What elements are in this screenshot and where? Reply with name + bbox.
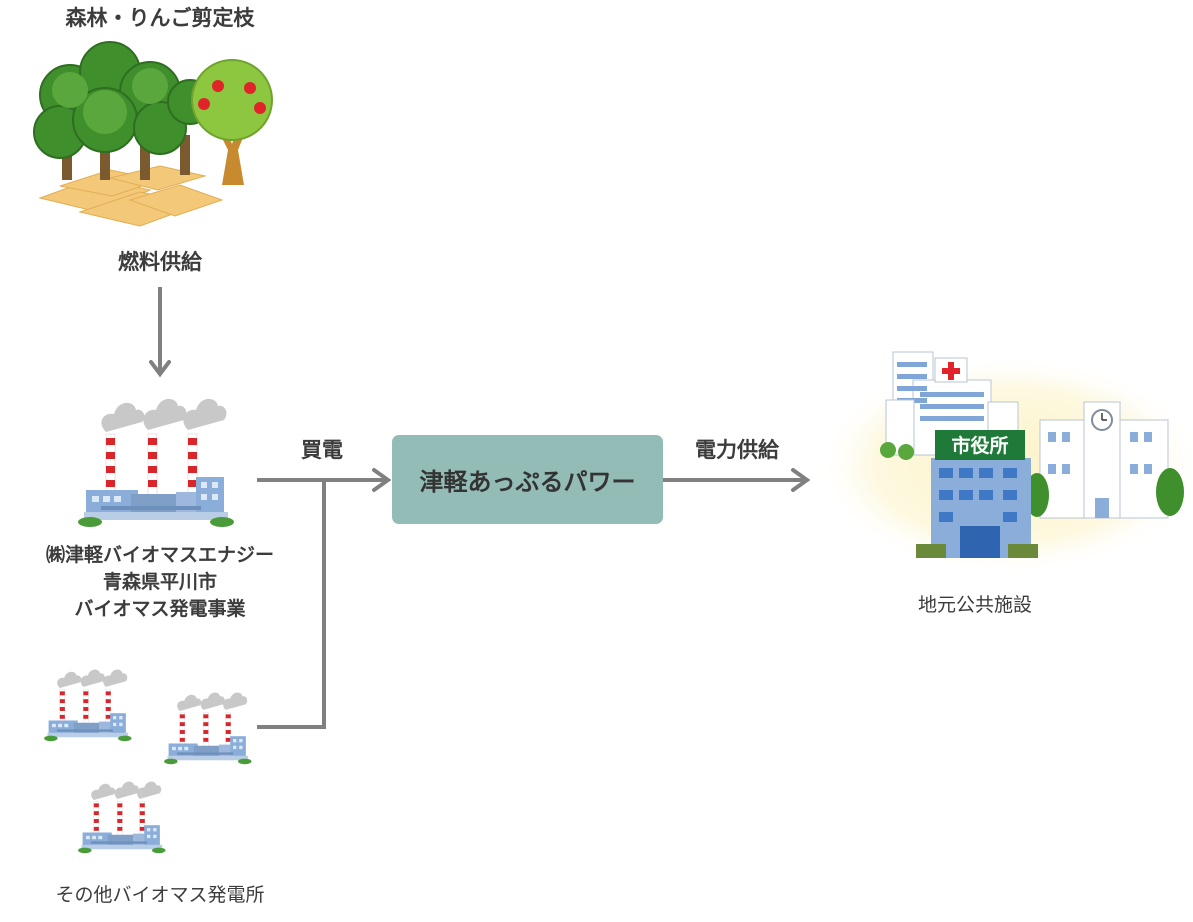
city-hall-sign: 市役所 [951, 434, 1008, 457]
other-plants-label: その他バイオマス発電所 [55, 884, 265, 906]
forest-label: 森林・りんご剪定枝 [65, 6, 255, 30]
fuel-arrow [149, 287, 171, 378]
company-label: ㈱津軽バイオマスエナジー 青森県平川市 バイオマス発電事業 [0, 542, 320, 623]
forest-illustration [33, 41, 273, 227]
company-name: ㈱津軽バイオマスエナジー [45, 544, 274, 566]
power-supply-label: 電力供給 [695, 438, 779, 462]
tsugaru-apple-power-box: 津軽あっぷるパワー [392, 435, 663, 524]
power-supply-arrow [663, 468, 811, 492]
buy-power-label: 買電 [301, 438, 343, 462]
other-power-plant-2 [163, 692, 252, 765]
tsugaru-apple-power-label: 津軽あっぷるパワー [419, 468, 636, 496]
buy-power-arrow [257, 468, 392, 729]
other-power-plant-1 [43, 669, 132, 742]
main-power-plant-illustration [77, 398, 235, 528]
company-business: バイオマス発電事業 [74, 598, 246, 620]
other-power-plant-3 [77, 781, 166, 854]
public-facilities-illustration: 市役所 [815, 351, 1193, 575]
fuel-supply-label: 燃料供給 [118, 250, 202, 274]
company-location: 青森県平川市 [102, 571, 217, 593]
public-facilities-label: 地元公共施設 [917, 594, 1032, 616]
